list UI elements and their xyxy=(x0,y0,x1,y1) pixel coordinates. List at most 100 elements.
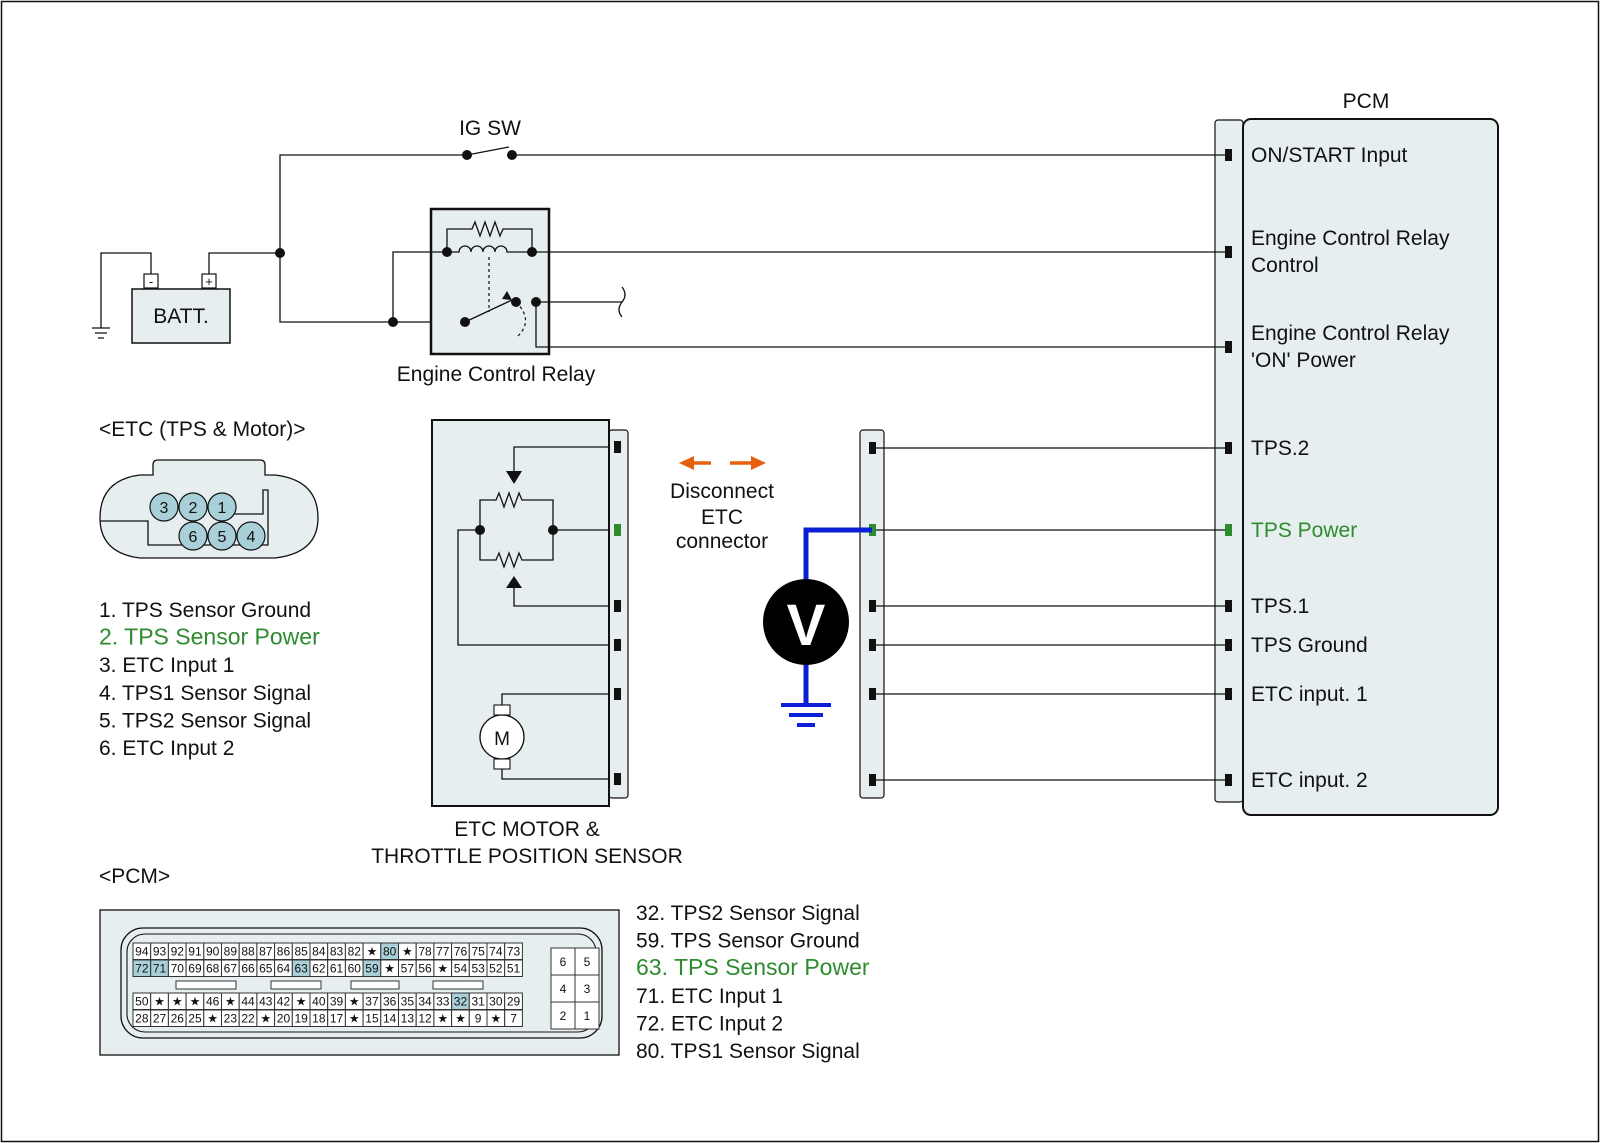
pcm-connector-cell xyxy=(504,1009,523,1027)
pcm-connector-pin-number: 13 xyxy=(401,1012,415,1026)
pcm-connector-pin-number: 40 xyxy=(312,995,326,1009)
etc-module-connector-strip xyxy=(608,429,629,799)
pcm-pin: TPS Ground xyxy=(1225,634,1368,657)
pcm-connector-pin-number: 71 xyxy=(153,962,167,976)
ground-symbol xyxy=(781,703,831,727)
pcm-connector-pin-number: 77 xyxy=(436,945,450,959)
pcm-connector-pin-number: 75 xyxy=(471,945,485,959)
pcm-pin-terminal xyxy=(1225,639,1232,651)
pcm-connector-side-cell xyxy=(574,974,600,1003)
pcm-connector-pin-number: 34 xyxy=(418,995,432,1009)
pcm-connector-pin-number: 85 xyxy=(294,945,308,959)
pcm-connector-pin-number: 66 xyxy=(241,962,255,976)
ignition-switch: IG SW xyxy=(459,117,521,160)
pcm-connector-side-pin-number: 6 xyxy=(560,955,567,969)
pcm-pin-label: TPS.1 xyxy=(1251,595,1309,618)
pcm-connector-pin-number: 76 xyxy=(454,945,468,959)
junction-dot xyxy=(275,248,285,258)
pcm-connector-pin-number: 87 xyxy=(259,945,273,959)
ig-sw-label: IG SW xyxy=(459,117,521,140)
pcm-connector-side-pin-number: 5 xyxy=(584,955,591,969)
ground-symbol xyxy=(92,327,110,339)
pcm-legend-item: 63. TPS Sensor Power xyxy=(636,954,870,980)
pcm-pin-terminal xyxy=(1225,600,1232,612)
pcm-connector-pin-number: 19 xyxy=(294,1012,308,1026)
harness-connector-strip xyxy=(859,429,885,799)
pcm-connector-pin-number: 36 xyxy=(383,995,397,1009)
pcm-legend-item: 80. TPS1 Sensor Signal xyxy=(636,1040,860,1063)
pcm-connector-pin-number: 90 xyxy=(206,945,220,959)
pcm-connector-pin-number: 86 xyxy=(277,945,291,959)
etc-pin xyxy=(178,521,208,551)
pcm-connector-pin-number: 53 xyxy=(471,962,485,976)
etc-legend-item: 3. ETC Input 1 xyxy=(99,654,234,677)
pcm-pin-label: TPS.2 xyxy=(1251,437,1309,460)
battery-body xyxy=(131,288,231,344)
pcm-module-box xyxy=(1242,118,1499,816)
pcm-connector-pin-number: 65 xyxy=(259,962,273,976)
motor-label: M xyxy=(494,729,510,750)
pcm-connector-pin-number: 82 xyxy=(348,945,362,959)
disconnect-label-line1: Disconnect xyxy=(670,480,774,503)
voltmeter: V xyxy=(763,527,872,727)
pcm-connector-pin-number: 70 xyxy=(171,962,185,976)
pcm-pin: ETC input. 2 xyxy=(1225,769,1368,792)
battery-minus-label: - xyxy=(149,274,153,289)
pcm-connector-pin-number: ★ xyxy=(349,995,360,1009)
pcm-connector-pin-number: 72 xyxy=(135,962,149,976)
pcm-connector-pin-number: 89 xyxy=(224,945,238,959)
pcm-pin-label: ETC input. 2 xyxy=(1251,769,1368,792)
pcm-pin-label: ETC input. 1 xyxy=(1251,683,1368,706)
pcm-connector-pin-number: 74 xyxy=(489,945,503,959)
pcm-pin: TPS Power xyxy=(1225,519,1357,542)
etc-pin xyxy=(178,492,208,522)
etc-legend-item: 4. TPS1 Sensor Signal xyxy=(99,682,311,705)
pcm-pin: ETC input. 1 xyxy=(1225,683,1368,706)
etc-module-label-line1: ETC MOTOR & xyxy=(454,818,599,841)
pcm-connector-pin-number: ★ xyxy=(367,945,378,959)
pcm-connector-pin-number: 25 xyxy=(188,1012,202,1026)
pcm-connector-pin-number: ★ xyxy=(437,962,448,976)
pcm-connector-pin-number: 37 xyxy=(365,995,379,1009)
pcm-pin-label: 'ON' Power xyxy=(1251,349,1356,372)
etc-connector-title: <ETC (TPS & Motor)> xyxy=(99,418,306,441)
pcm-connector-pin-number: 83 xyxy=(330,945,344,959)
pcm-pin-terminal xyxy=(1225,774,1232,786)
etc-module-label-line2: THROTTLE POSITION SENSOR xyxy=(371,845,683,868)
pcm-connector-pin-number: 54 xyxy=(454,962,468,976)
pcm-connector-pin-number: ★ xyxy=(384,962,395,976)
pcm-connector-pin-number: 50 xyxy=(135,995,149,1009)
pcm-connector-pin-number: 68 xyxy=(206,962,220,976)
disconnect-label-line2: ETC xyxy=(701,506,743,529)
battery-plus-label: + xyxy=(205,274,213,289)
engine-control-relay: Engine Control Relay xyxy=(397,207,596,386)
pcm-legend-item: 72. ETC Input 2 xyxy=(636,1012,783,1035)
relay-box xyxy=(429,207,551,356)
pcm-connector-pin-number: 93 xyxy=(153,945,167,959)
pcm-connector-pin-number: 91 xyxy=(188,945,202,959)
pcm-connector-pin-number: ★ xyxy=(190,995,201,1009)
pcm-pin-terminal xyxy=(1225,524,1232,536)
pcm-connector-side-cell xyxy=(550,947,576,976)
pcm-connector-pin-number: 56 xyxy=(418,962,432,976)
pcm-connector-pin-number: ★ xyxy=(260,1012,271,1026)
pcm-connector-pin-number: 17 xyxy=(330,1012,344,1026)
pcm-connector-pin-number: 78 xyxy=(418,945,432,959)
etc-pin xyxy=(207,521,237,551)
pcm-connector-pin-number: 94 xyxy=(135,945,149,959)
etc-pin-number: 4 xyxy=(247,529,256,546)
pcm-pin-label: Engine Control Relay xyxy=(1251,227,1450,250)
pcm-connector-pin-number: 52 xyxy=(489,962,503,976)
pcm-connector-pin-number: 29 xyxy=(507,995,521,1009)
pcm-connector-pin-number: ★ xyxy=(296,995,307,1009)
pcm-pin: TPS.2 xyxy=(1225,437,1309,460)
battery: BATT. - + xyxy=(92,252,280,344)
pcm-connector-cell xyxy=(504,959,523,977)
etc-pin xyxy=(149,492,179,522)
pcm-connector-pin-number: 67 xyxy=(224,962,238,976)
pcm-connector-title: <PCM> xyxy=(99,865,170,888)
